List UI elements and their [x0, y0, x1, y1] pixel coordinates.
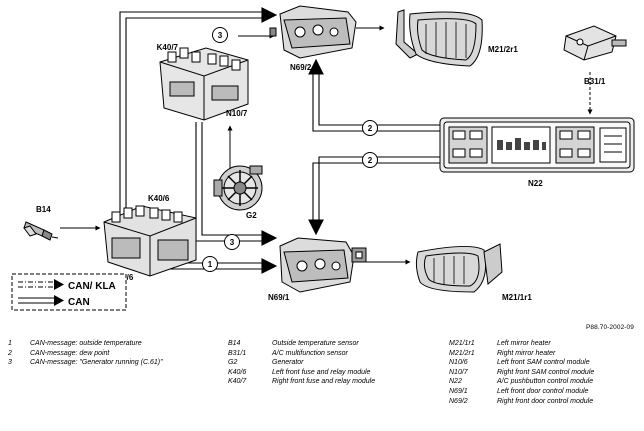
legend-row: G2 Generator	[228, 358, 408, 368]
bus-legend-can: CAN	[68, 297, 90, 308]
legend-row: M21/2r1 Right mirror heater	[449, 349, 639, 359]
legend-row: N10/6 Left front SAM control module	[449, 358, 639, 368]
legend-text: CAN-message: outside temperature	[30, 340, 142, 347]
ac-multifunction-sensor-icon	[563, 25, 627, 61]
label-g2: G2	[246, 211, 257, 220]
outside-temperature-sensor-icon	[23, 221, 59, 241]
document-id: P88.70-2002-09	[585, 324, 634, 331]
legend-text: Left front SAM control module	[497, 359, 590, 367]
legend-text: Right mirror heater	[497, 349, 556, 357]
legend-text: Right front fuse and relay module	[272, 378, 376, 386]
legend-components-a: B14 Outside temperature sensor B31/1 A/C…	[228, 339, 408, 387]
legend-key: 2	[8, 349, 12, 357]
legend-key: B14	[228, 340, 241, 347]
legend-key: N10/7	[449, 368, 468, 376]
left-mirror-icon	[415, 243, 503, 293]
legend-components-b: M21/1r1 Left mirror heater M21/2r1 Right…	[449, 339, 639, 406]
legend-row: 2 CAN-message: dew point	[8, 349, 213, 359]
right-mirror-icon	[395, 9, 483, 67]
msg-number: 3	[230, 238, 235, 247]
legend-key: K40/6	[228, 368, 247, 376]
label-k40-7: K40/7	[157, 43, 179, 52]
label-n69-1: N69/1	[268, 293, 290, 302]
legend-key: K40/7	[228, 378, 247, 386]
bus-legend-can-kla: CAN/ KLA	[68, 281, 116, 292]
fuse-relay-module-right-icon	[159, 47, 249, 121]
legend-key: G2	[228, 359, 238, 367]
legend-row: N69/2 Right front door control module	[449, 397, 639, 407]
legend-key: B31/1	[228, 349, 247, 357]
label-b14: B14	[36, 205, 51, 214]
legend-row: B31/1 A/C multifunction sensor	[228, 349, 408, 359]
bus-legend: CAN/ KLA CAN	[11, 273, 127, 311]
label-n22: N22	[528, 179, 543, 188]
legend-text: CAN-message: "Generator running (C.61)"	[30, 359, 163, 367]
door-control-module-left-icon	[279, 237, 367, 293]
legend-text: Left mirror heater	[497, 340, 551, 347]
legend-row: K40/6 Left front fuse and relay module	[228, 368, 408, 378]
label-b31-1: B31/1	[584, 77, 606, 86]
label-m21-1r1: M21/1r1	[502, 293, 532, 302]
legend-row: N69/1 Left front door control module	[449, 387, 639, 397]
message-markers: 3 2 2 3 1	[202, 27, 378, 272]
legend-key: N69/2	[449, 397, 468, 405]
legend-text: A/C pushbutton control module	[497, 378, 594, 386]
label-m21-2r1: M21/2r1	[488, 45, 518, 54]
door-control-module-right-icon	[269, 5, 357, 59]
legend-key: M21/2r1	[449, 349, 475, 357]
legend-text: A/C multifunction sensor	[272, 349, 348, 357]
label-n69-2: N69/2	[290, 63, 312, 72]
legend-key: N10/6	[449, 359, 468, 367]
label-k40-6: K40/6	[148, 194, 170, 203]
legend-row: N22 A/C pushbutton control module	[449, 377, 639, 387]
legend-text: Outside temperature sensor	[272, 340, 359, 347]
legend-text: Generator	[272, 359, 304, 367]
legend-row: N10/7 Right front SAM control module	[449, 368, 639, 378]
legend-row: 1 CAN-message: outside temperature	[8, 339, 213, 349]
legend-row: B14 Outside temperature sensor	[228, 339, 408, 349]
legend-text: Right front door control module	[497, 397, 594, 405]
generator-icon	[213, 165, 263, 211]
legend-key: 1	[8, 340, 12, 347]
legend-key: M21/1r1	[449, 340, 475, 347]
ac-pushbutton-control-module-icon	[439, 117, 635, 173]
legend-messages: 1 CAN-message: outside temperature 2 CAN…	[8, 339, 213, 368]
legend-text: Right front SAM control module	[497, 368, 595, 376]
msg-number: 2	[368, 156, 373, 165]
legend-row: K40/7 Right front fuse and relay module	[228, 377, 408, 387]
legend-key: N69/1	[449, 387, 468, 395]
legend-key: 3	[8, 359, 12, 367]
msg-number: 3	[218, 31, 223, 40]
legend-text: CAN-message: dew point	[30, 349, 110, 357]
legend-row: M21/1r1 Left mirror heater	[449, 339, 639, 349]
legend-row: 3 CAN-message: "Generator running (C.61)…	[8, 358, 213, 368]
fuse-relay-module-left-icon	[103, 205, 197, 277]
legend-key: N22	[449, 378, 462, 386]
msg-number: 2	[368, 124, 373, 133]
can-network-diagram: 3 2 2 3 1	[11, 5, 635, 311]
label-n10-7: N10/7	[226, 109, 248, 118]
msg-number: 1	[208, 260, 213, 269]
legend-text: Left front fuse and relay module	[272, 368, 371, 376]
legend-text: Left front door control module	[497, 387, 589, 395]
